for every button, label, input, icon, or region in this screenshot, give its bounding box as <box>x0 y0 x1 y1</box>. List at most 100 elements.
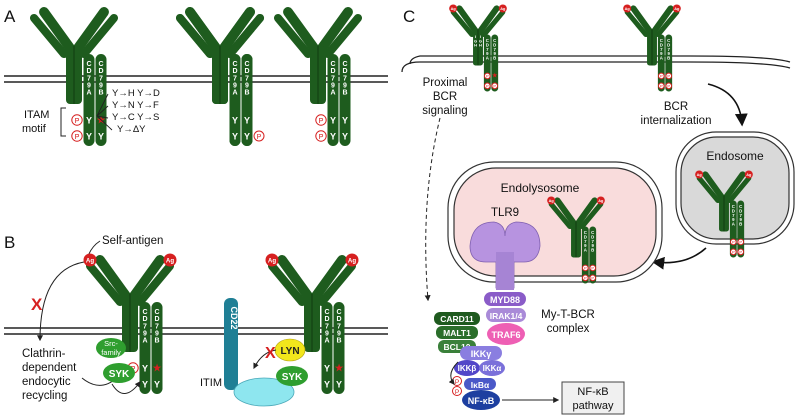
cd22-label: CD22 <box>229 306 239 329</box>
svg-text:I: I <box>480 34 481 39</box>
svg-text:A: A <box>584 248 588 253</box>
svg-text:D: D <box>142 316 147 323</box>
svg-text:9: 9 <box>732 217 735 222</box>
proximal-line-2: BCR <box>433 91 457 103</box>
bcr-a2-phospho-group: CD79ACD79BYYYYCD79ACD79BYYYYP <box>175 7 265 146</box>
phospho-circle: P <box>589 264 597 272</box>
svg-text:Ag: Ag <box>697 173 703 177</box>
proximal-signaling-label: Proximal BCR signaling <box>422 77 467 117</box>
phospho-circle: P <box>483 82 491 90</box>
svg-text:Y: Y <box>232 132 238 142</box>
internalization-line-1: BCR <box>664 101 688 113</box>
svg-text:A: A <box>660 56 664 61</box>
src-family-line-2: family <box>101 348 121 357</box>
svg-text:D: D <box>244 68 249 75</box>
malt1-node: MALT1 <box>436 326 478 339</box>
svg-text:C: C <box>336 309 341 316</box>
syk-kinase-b1: SYK <box>103 363 135 383</box>
svg-text:D: D <box>486 42 489 47</box>
myd88-node: MYD88 <box>484 292 526 306</box>
svg-text:P: P <box>739 240 742 245</box>
svg-text:7: 7 <box>87 75 91 82</box>
syk-activation-arrow <box>111 381 141 394</box>
svg-text:G: G <box>474 38 477 43</box>
itam-label-line2: motif <box>22 123 47 135</box>
svg-text:Ag: Ag <box>598 199 604 203</box>
svg-text:D: D <box>667 42 670 47</box>
svg-text:A: A <box>232 90 237 97</box>
svg-text:D: D <box>591 234 594 239</box>
antigen: Ag <box>265 253 279 267</box>
bcr-c-surface-group: AgAgIGHIGHCD79ACD79BYP★YPYP <box>449 4 507 92</box>
svg-text:Y: Y <box>232 116 238 126</box>
svg-text:Ag: Ag <box>86 258 94 265</box>
svg-text:9: 9 <box>668 51 671 56</box>
svg-text:H: H <box>474 42 477 47</box>
panel-b-letter: B <box>4 233 15 252</box>
svg-text:A: A <box>324 338 329 345</box>
svg-text:D: D <box>342 68 347 75</box>
svg-text:BCL10: BCL10 <box>444 342 471 352</box>
svg-text:Y: Y <box>244 116 250 126</box>
svg-text:7: 7 <box>325 323 329 330</box>
svg-text:Ag: Ag <box>746 173 752 177</box>
bcr-c-endolysosome-group: AgAgCD79ACD79BYPYPYPYP <box>547 196 605 284</box>
svg-text:C: C <box>739 204 742 209</box>
mutation-row-3: Y→C Y→S <box>112 112 159 123</box>
irak-node: IRAK1/4 <box>486 308 526 322</box>
svg-text:C: C <box>342 61 347 68</box>
svg-text:I: I <box>475 34 476 39</box>
svg-text:D: D <box>324 316 329 323</box>
svg-text:C: C <box>660 38 663 43</box>
svg-text:IKKα: IKKα <box>483 364 502 373</box>
src-family-line-1: Src- <box>104 339 118 348</box>
svg-text:C: C <box>591 230 594 235</box>
svg-text:D: D <box>739 208 742 213</box>
phospho-circle: P <box>483 72 491 80</box>
ikkb-node: IKKβ <box>454 360 480 376</box>
svg-text:9: 9 <box>337 330 341 337</box>
svg-text:P: P <box>660 84 663 89</box>
my-t-bcr-line-1: My-T-BCR <box>541 309 595 321</box>
phospho-circle: P <box>657 72 665 80</box>
itim-label: ITIM <box>200 377 222 389</box>
clathrin-line-2: dependent <box>22 362 77 374</box>
svg-text:NF-κB: NF-κB <box>468 396 495 406</box>
svg-text:Ag: Ag <box>674 7 680 11</box>
svg-text:P: P <box>667 74 670 79</box>
svg-text:C: C <box>154 309 159 316</box>
phospho-circle: P <box>729 238 737 246</box>
antigen: Ag <box>672 4 681 13</box>
ikkg-node: IKKγ <box>460 346 502 360</box>
antigen: Ag <box>449 4 458 13</box>
nfkb-node: NF-κB <box>462 390 500 410</box>
phospho-circle: P <box>589 274 597 282</box>
phospho-circle: P <box>737 238 745 246</box>
card11-node: CARD11 <box>434 312 480 325</box>
syk-kinase-b2: SYK <box>276 366 308 386</box>
antigen: Ag <box>498 4 507 13</box>
cd22-receptor: CD22 <box>224 298 239 390</box>
src-family-kinase: Src- family <box>96 338 126 358</box>
svg-text:IRAK1/4: IRAK1/4 <box>490 311 523 321</box>
svg-text:Y: Y <box>86 116 92 126</box>
svg-text:Ag: Ag <box>500 7 506 11</box>
svg-text:7: 7 <box>337 323 341 330</box>
svg-text:P: P <box>591 276 594 281</box>
svg-text:IKKβ: IKKβ <box>458 364 477 373</box>
svg-text:9: 9 <box>233 82 237 89</box>
svg-text:7: 7 <box>592 239 595 244</box>
svg-text:★: ★ <box>152 363 162 375</box>
svg-text:C: C <box>142 309 147 316</box>
antigen: Ag <box>623 4 632 13</box>
svg-text:Ag: Ag <box>549 199 555 203</box>
svg-text:B: B <box>493 56 496 61</box>
syk-label-b1: SYK <box>109 369 130 380</box>
svg-text:P: P <box>75 116 80 125</box>
svg-text:P: P <box>486 74 489 79</box>
lyn-label: LYN <box>280 346 299 357</box>
